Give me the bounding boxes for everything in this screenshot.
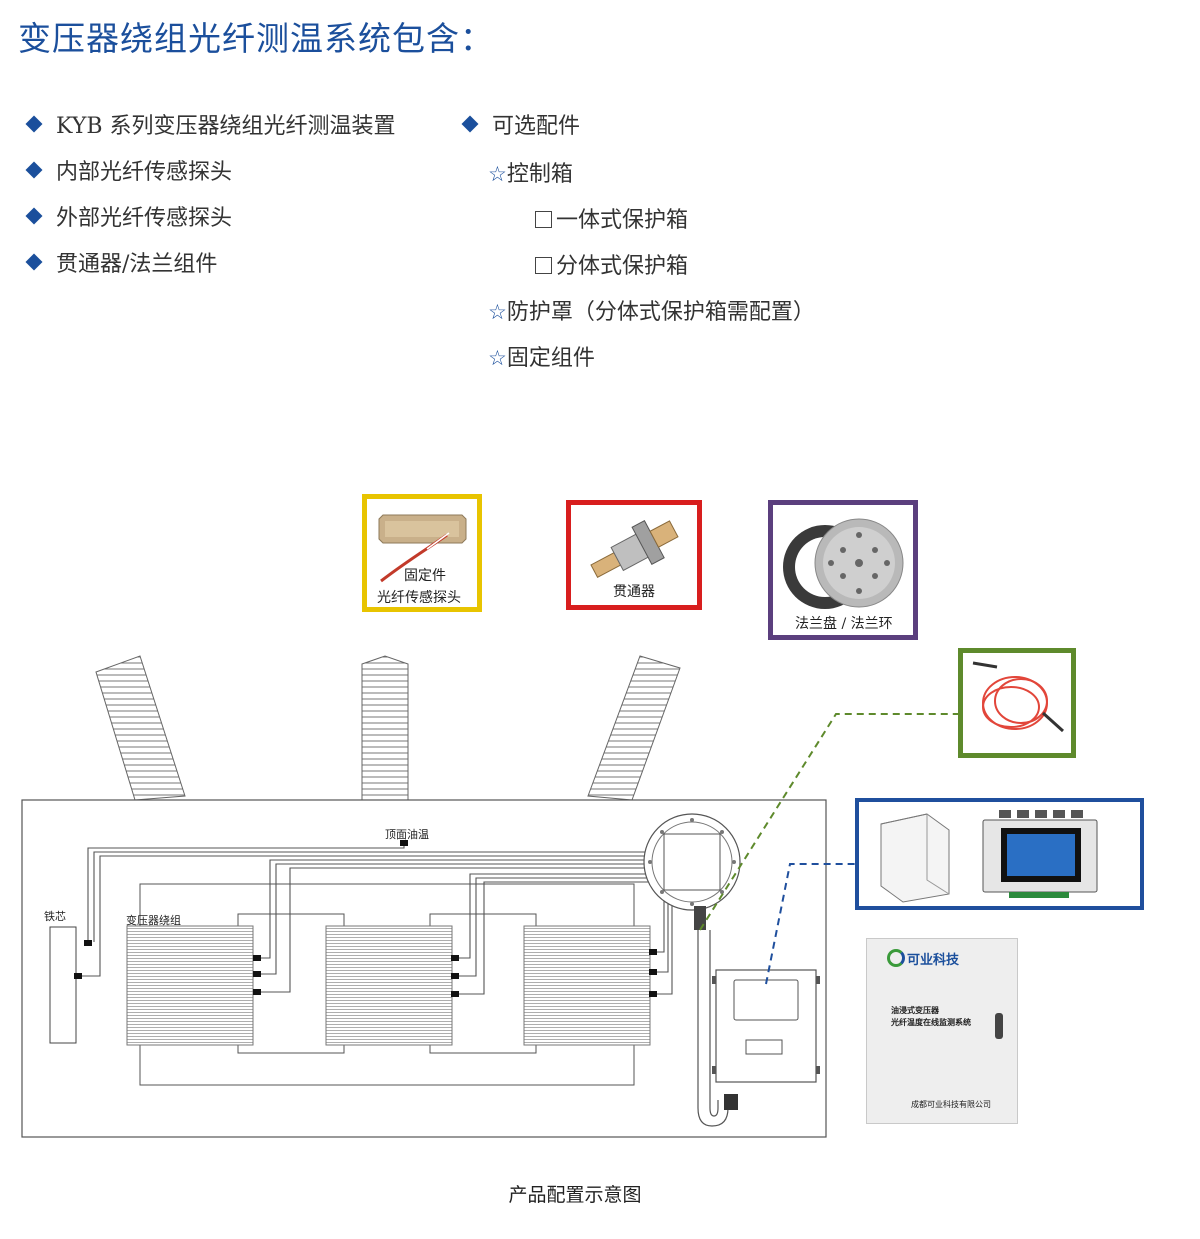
- list-item: 内部光纤传感探头: [25, 154, 232, 186]
- cabinet-company: 成都可业科技有限公司: [911, 1100, 991, 1109]
- top-oil-label: 顶面油温: [385, 828, 429, 841]
- cabinet-photo: 可业科技 油浸式变压器 光纤温度在线监测系统 成都可业科技有限公司: [866, 938, 1018, 1124]
- page-title: 变压器绕组光纤测温系统包含：: [18, 19, 494, 58]
- checkbox-icon: [535, 210, 552, 228]
- winding-phase-b: [325, 925, 453, 1046]
- option-integrated-box: 一体式保护箱: [535, 202, 688, 234]
- diamond-bullet-icon: [25, 115, 43, 133]
- flange-photo-image: [783, 518, 904, 609]
- star-icon: ☆: [488, 346, 507, 370]
- diamond-bullet-icon: [25, 253, 43, 271]
- flange-label: 法兰盘 / 法兰环: [795, 616, 893, 632]
- feedthrough-photo-image: [590, 519, 679, 578]
- diamond-bullet-icon: [461, 115, 479, 133]
- star-icon: ☆: [488, 300, 507, 324]
- external-conduit: [697, 930, 729, 1127]
- transformer-tank: [21, 799, 827, 1138]
- diagram-caption: 产品配置示意图: [508, 1184, 642, 1206]
- option-cover: ☆防护罩（分体式保护箱需配置）: [488, 300, 815, 325]
- checkbox-icon: [535, 256, 552, 274]
- probe-photo-image: [378, 514, 467, 583]
- cabinet-title-2: 光纤温度在线监测系统: [891, 1017, 971, 1027]
- control-box-photo-image: [880, 810, 1098, 903]
- list-item: 外部光纤传感探头: [25, 200, 232, 232]
- core-window-right: [429, 913, 537, 1054]
- star-icon: ☆: [488, 162, 507, 186]
- diamond-bullet-icon: [25, 207, 43, 225]
- bushing-left: [95, 655, 186, 801]
- company-logo-icon: [887, 949, 905, 967]
- iron-core: [49, 926, 77, 1044]
- core-window-left: [237, 913, 345, 1054]
- probe-photo-frame: 固定件 光纤传感探头: [362, 494, 482, 612]
- winding-phase-a: [126, 925, 254, 1046]
- cabinet-handle-icon: [995, 1013, 1003, 1039]
- feedthrough-label: 贯通器: [613, 584, 655, 600]
- cabinet-logo-text: 可业科技: [907, 953, 960, 968]
- tank-flange: [643, 813, 741, 930]
- winding-phase-c: [523, 925, 651, 1046]
- bushing-center: [361, 655, 409, 801]
- external-probe-photo-frame: [958, 648, 1076, 758]
- control-box-photo-frame: [855, 798, 1144, 910]
- winding-label: 变压器绕组: [126, 914, 181, 927]
- diamond-bullet-icon: [25, 161, 43, 179]
- probe-label-sensor: 光纤传感探头: [377, 590, 461, 606]
- winding-frame: [139, 883, 635, 1086]
- option-fixing: ☆固定组件: [488, 346, 595, 371]
- bushing-right: [587, 655, 681, 801]
- option-control-box: ☆控制箱: [488, 162, 573, 187]
- cabinet-title-1: 油浸式变压器: [891, 1005, 939, 1015]
- option-split-box: 分体式保护箱: [535, 248, 688, 280]
- probe-label-fixing: 固定件: [404, 568, 446, 584]
- flange-photo-frame: 法兰盘 / 法兰环: [768, 500, 918, 640]
- options-header: 可选配件: [461, 108, 580, 140]
- iron-core-label: 铁芯: [44, 910, 66, 923]
- feedthrough-photo-frame: 贯通器: [566, 500, 702, 610]
- list-item: KYB 系列变压器绕组光纤测温装置: [25, 108, 396, 140]
- external-probe-photo-image: [972, 661, 1065, 733]
- list-item: 贯通器/法兰组件: [25, 246, 217, 278]
- external-control-box: [712, 969, 820, 1083]
- control-box-connector: [765, 863, 855, 985]
